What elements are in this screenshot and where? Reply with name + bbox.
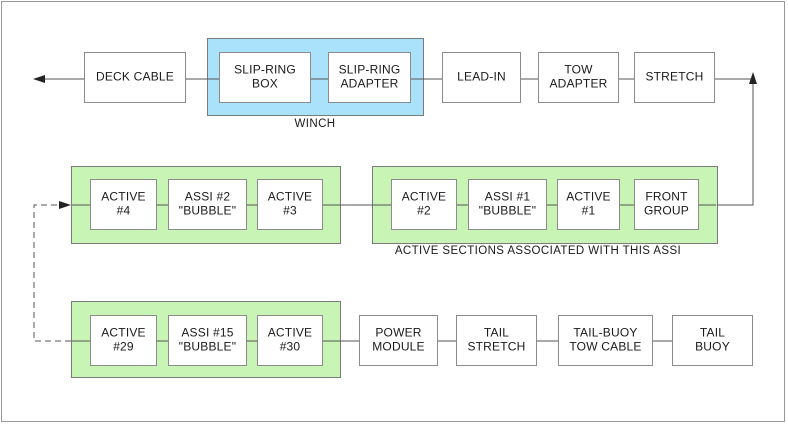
dashed-connector-line (33, 204, 71, 342)
block-label-tow-adapter-line-2: ADAPTER (549, 77, 607, 91)
block-label-power-module-line-2: MODULE (372, 340, 425, 354)
arrowhead-up-icon (749, 72, 757, 84)
arrowhead-left-icon (33, 75, 45, 83)
block-label-tail-stretch-line-1: TAIL (484, 326, 509, 340)
block-label-active-29-line-1: ACTIVE (101, 326, 146, 340)
block-label-tail-buoy-tow-cable-line-2: TOW CABLE (569, 340, 641, 354)
block-label-active-2-line-1: ACTIVE (402, 190, 447, 204)
block-label-stretch-line-1: STRETCH (645, 70, 703, 84)
block-label-deck-cable-line-1: DECK CABLE (96, 70, 174, 84)
block-label-tail-buoy-tow-cable-line-1: TAIL-BUOY (573, 326, 637, 340)
group-caption-winch: WINCH (295, 118, 336, 130)
block-label-active-4-line-1: ACTIVE (101, 190, 146, 204)
block-label-active-30-line-2: #30 (280, 340, 301, 354)
block-label-slip-ring-adapter-line-1: SLIP-RING (339, 63, 401, 77)
block-label-front-group-line-2: GROUP (644, 204, 689, 218)
block-label-tail-buoy-line-2: BUOY (695, 340, 730, 354)
block-label-active-30-line-1: ACTIVE (268, 326, 313, 340)
block-label-slip-ring-box-line-2: BOX (252, 77, 278, 91)
block-active-4: ACTIVE#4 (90, 179, 157, 230)
block-lead-in: LEAD-IN (442, 52, 521, 103)
block-label-front-group-line-1: FRONT (645, 190, 688, 204)
block-label-lead-in-line-1: LEAD-IN (457, 70, 506, 84)
block-label-assi-2-line-1: ASSI #2 (185, 190, 231, 204)
block-active-2: ACTIVE#2 (391, 179, 457, 230)
block-label-active-3-line-1: ACTIVE (268, 190, 313, 204)
block-assi-1: ASSI #1"BUBBLE" (468, 179, 547, 230)
block-label-tail-buoy-line-1: TAIL (700, 326, 725, 340)
block-assi-15: ASSI #15"BUBBLE" (168, 315, 247, 366)
group-caption-active-group-1: ACTIVE SECTIONS ASSOCIATED WITH THIS ASS… (395, 245, 681, 257)
connector-line (714, 78, 754, 206)
block-label-power-module-line-1: POWER (375, 326, 421, 340)
block-label-tail-stretch-line-2: STRETCH (467, 340, 525, 354)
arrowhead-right-icon (59, 201, 71, 209)
block-label-assi-2-line-2: "BUBBLE" (179, 204, 236, 218)
block-label-assi-15-line-2: "BUBBLE" (179, 340, 236, 354)
block-label-slip-ring-box-line-1: SLIP-RING (234, 63, 296, 77)
block-label-active-4-line-2: #4 (117, 204, 131, 218)
block-label-assi-1-line-2: "BUBBLE" (479, 204, 536, 218)
block-label-active-29-line-2: #29 (113, 340, 134, 354)
block-label-active-1-line-1: ACTIVE (566, 190, 611, 204)
block-assi-2: ASSI #2"BUBBLE" (168, 179, 247, 230)
block-label-active-2-line-2: #2 (417, 204, 431, 218)
block-label-assi-1-line-1: ASSI #1 (485, 190, 531, 204)
block-label-tow-adapter-line-1: TOW (564, 63, 593, 77)
block-stretch: STRETCH (634, 52, 715, 103)
block-active-30: ACTIVE#30 (257, 315, 323, 366)
block-label-slip-ring-adapter-line-2: ADAPTER (340, 77, 398, 91)
block-label-active-1-line-2: #1 (582, 204, 596, 218)
block-deck-cable: DECK CABLE (84, 52, 186, 103)
block-active-29: ACTIVE#29 (90, 315, 157, 366)
block-active-3: ACTIVE#3 (257, 179, 323, 230)
block-active-1: ACTIVE#1 (557, 179, 620, 230)
block-label-active-3-line-2: #3 (283, 204, 297, 218)
block-label-assi-15-line-1: ASSI #15 (181, 326, 233, 340)
